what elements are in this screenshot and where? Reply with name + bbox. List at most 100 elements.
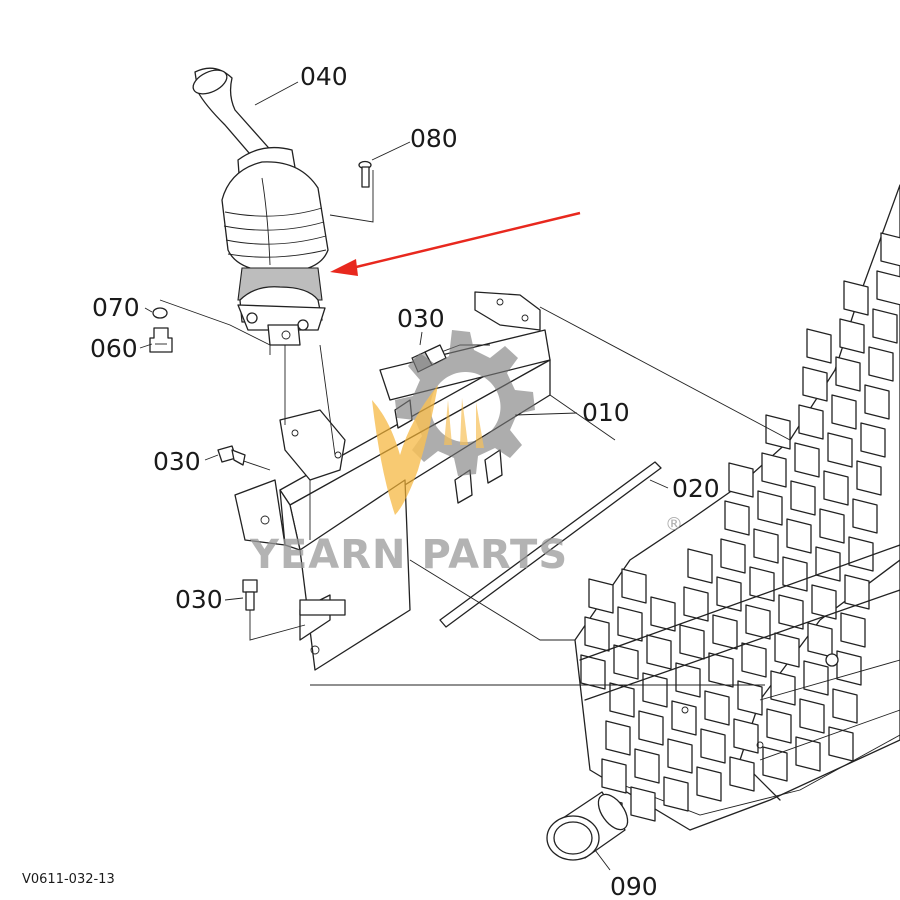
grid-cell	[844, 574, 870, 610]
grid-cell	[605, 720, 631, 756]
label-leaders	[139, 81, 669, 871]
grid-cell	[786, 518, 812, 554]
part-label-060: 060	[90, 334, 138, 363]
grid-cell	[864, 384, 890, 420]
grid-cell	[794, 442, 820, 478]
grid-cell	[872, 308, 898, 344]
grid-cell	[667, 738, 693, 774]
grid-cell	[815, 546, 841, 582]
grid-cell	[848, 536, 874, 572]
bolt-030-middle	[217, 445, 246, 466]
grid-cell	[728, 462, 754, 498]
grid-cell	[733, 718, 759, 754]
grid-cell	[584, 616, 610, 652]
grid-cell	[712, 614, 738, 650]
flame-icon	[372, 385, 438, 515]
grid-cell	[774, 632, 800, 668]
grid-cell	[617, 606, 643, 642]
grid-cell	[638, 710, 664, 746]
grid-cell	[795, 736, 821, 772]
bolt-030-lower	[242, 579, 258, 611]
grid-cell	[630, 786, 656, 822]
fitting-060	[149, 327, 173, 353]
grid-cell	[766, 708, 792, 744]
highlight-arrow	[330, 211, 581, 276]
grid-cell	[835, 356, 861, 392]
grid-cell	[749, 566, 775, 602]
grid-cell	[671, 700, 697, 736]
grid-cell	[798, 404, 824, 440]
watermark-brand: YEARN PARTS	[249, 532, 568, 578]
grid-cell	[823, 470, 849, 506]
grid-cell	[868, 346, 894, 382]
grid-cell	[687, 548, 713, 584]
grid-cell	[843, 280, 869, 316]
grid-cell	[761, 452, 787, 488]
part-label-010: 010	[582, 398, 630, 427]
side-panel	[574, 184, 900, 832]
grid-cell	[745, 604, 771, 640]
part-label-030-upper: 030	[397, 304, 445, 333]
grid-cell	[613, 644, 639, 680]
grid-cell	[696, 766, 722, 802]
grid-cell	[799, 698, 825, 734]
grid-cell	[675, 662, 701, 698]
grid-cell	[831, 394, 857, 430]
grid-cell	[704, 690, 730, 726]
grid-cell	[762, 746, 788, 782]
watermark-logo	[372, 330, 535, 515]
grid-cell	[836, 650, 862, 686]
grid-cell	[839, 318, 865, 354]
grid-cell	[811, 584, 837, 620]
grid-cell	[753, 528, 779, 564]
part-label-090: 090	[610, 872, 658, 900]
grid-cell	[646, 634, 672, 670]
part-label-040: 040	[300, 62, 348, 91]
grid-cell	[765, 414, 791, 450]
grid-cell	[807, 622, 833, 658]
grid-cell	[708, 652, 734, 688]
part-label-080: 080	[410, 124, 458, 153]
rod-020	[439, 461, 662, 628]
grid-cell	[737, 680, 763, 716]
grid-cell	[724, 500, 750, 536]
grid-cell	[716, 576, 742, 612]
grid-cell	[778, 594, 804, 630]
bolt-080	[358, 160, 372, 188]
grid-cell	[880, 232, 900, 267]
grid-cell	[720, 538, 746, 574]
grid-cell	[856, 460, 882, 496]
grid-cell	[852, 498, 878, 534]
oring-070	[152, 307, 168, 319]
panel-grid	[580, 232, 900, 832]
grid-cell	[580, 654, 606, 690]
grid-cell	[802, 366, 828, 402]
grid-cell	[741, 642, 767, 678]
grid-cell	[729, 756, 755, 792]
grid-cell	[782, 556, 808, 592]
part-label-030-lower: 030	[175, 585, 223, 614]
grid-cell	[700, 728, 726, 764]
part-label-070: 070	[92, 293, 140, 322]
grid-cell	[790, 480, 816, 516]
grid-cell	[650, 596, 676, 632]
joystick-040	[192, 67, 329, 346]
grid-cell	[770, 670, 796, 706]
grid-cell	[819, 508, 845, 544]
grid-cell	[840, 612, 866, 648]
grid-cell	[806, 328, 832, 364]
grid-cell	[634, 748, 660, 784]
grid-cell	[621, 568, 647, 604]
diagram-code: V0611-032-13	[22, 872, 115, 887]
grid-cell	[828, 726, 854, 762]
sleeve-090	[546, 791, 629, 861]
grid-cell	[683, 586, 709, 622]
grid-cell	[803, 660, 829, 696]
grid-cell	[827, 432, 853, 468]
grid-cell	[832, 688, 858, 724]
gear-icon	[395, 330, 535, 476]
part-label-030-middle: 030	[153, 447, 201, 476]
grid-cell	[876, 270, 900, 306]
grid-cell	[757, 490, 783, 526]
